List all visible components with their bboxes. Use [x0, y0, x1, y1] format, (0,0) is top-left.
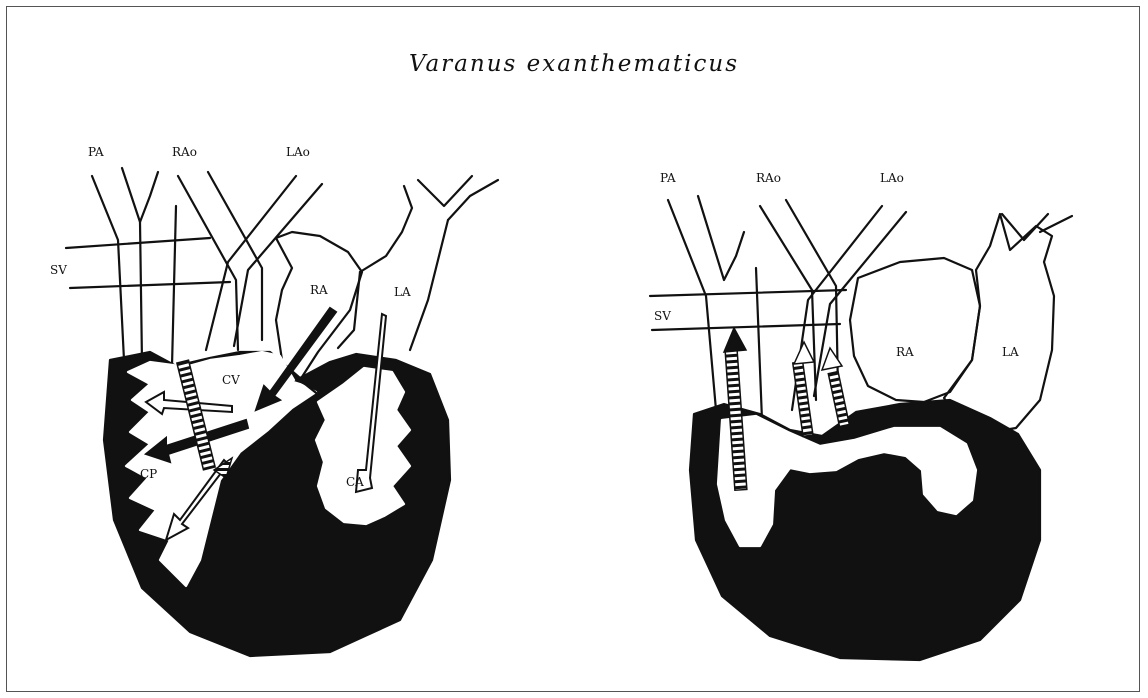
- left-label-cv: CV: [222, 373, 240, 387]
- left-label-ra: RA: [310, 283, 328, 297]
- right-label-sv: SV: [654, 309, 671, 323]
- right-atrium-vessels: [1002, 214, 1072, 240]
- right-label-lao: LAo: [880, 171, 904, 185]
- left-label-lao: LAo: [286, 145, 310, 159]
- left-label-ca: CA: [346, 475, 364, 489]
- left-label-cp: CP: [140, 467, 157, 481]
- left-left-atrium: [338, 176, 498, 350]
- left-label-la: LA: [394, 285, 411, 299]
- right-heart: [650, 196, 1072, 660]
- right-arrowhead-pa: [724, 328, 746, 352]
- left-label-pa: PA: [88, 145, 104, 159]
- right-label-rao: RAo: [756, 171, 781, 185]
- right-label-la: LA: [1002, 345, 1019, 359]
- left-right-aorta: [178, 172, 262, 350]
- right-label-pa: PA: [660, 171, 676, 185]
- right-pulmonary-artery: [668, 196, 762, 420]
- right-right-atrium: [850, 258, 980, 402]
- right-left-aorta: [792, 206, 906, 410]
- right-label-ra: RA: [896, 345, 914, 359]
- right-arrowhead-rao-1: [794, 342, 814, 364]
- right-left-atrium: [944, 214, 1054, 432]
- left-left-aorta: [206, 176, 322, 350]
- left-label-rao: RAo: [172, 145, 197, 159]
- right-sinus-venosus: [650, 290, 846, 330]
- left-heart: [66, 168, 498, 656]
- left-sinus-venosus: [66, 238, 230, 288]
- left-pulmonary-artery: [92, 168, 176, 366]
- left-label-sv: SV: [50, 263, 67, 277]
- right-arrowhead-rao-2: [822, 348, 842, 370]
- right-striped-arrow-rao-1: [793, 362, 813, 437]
- right-striped-arrow-rao-2: [828, 372, 849, 427]
